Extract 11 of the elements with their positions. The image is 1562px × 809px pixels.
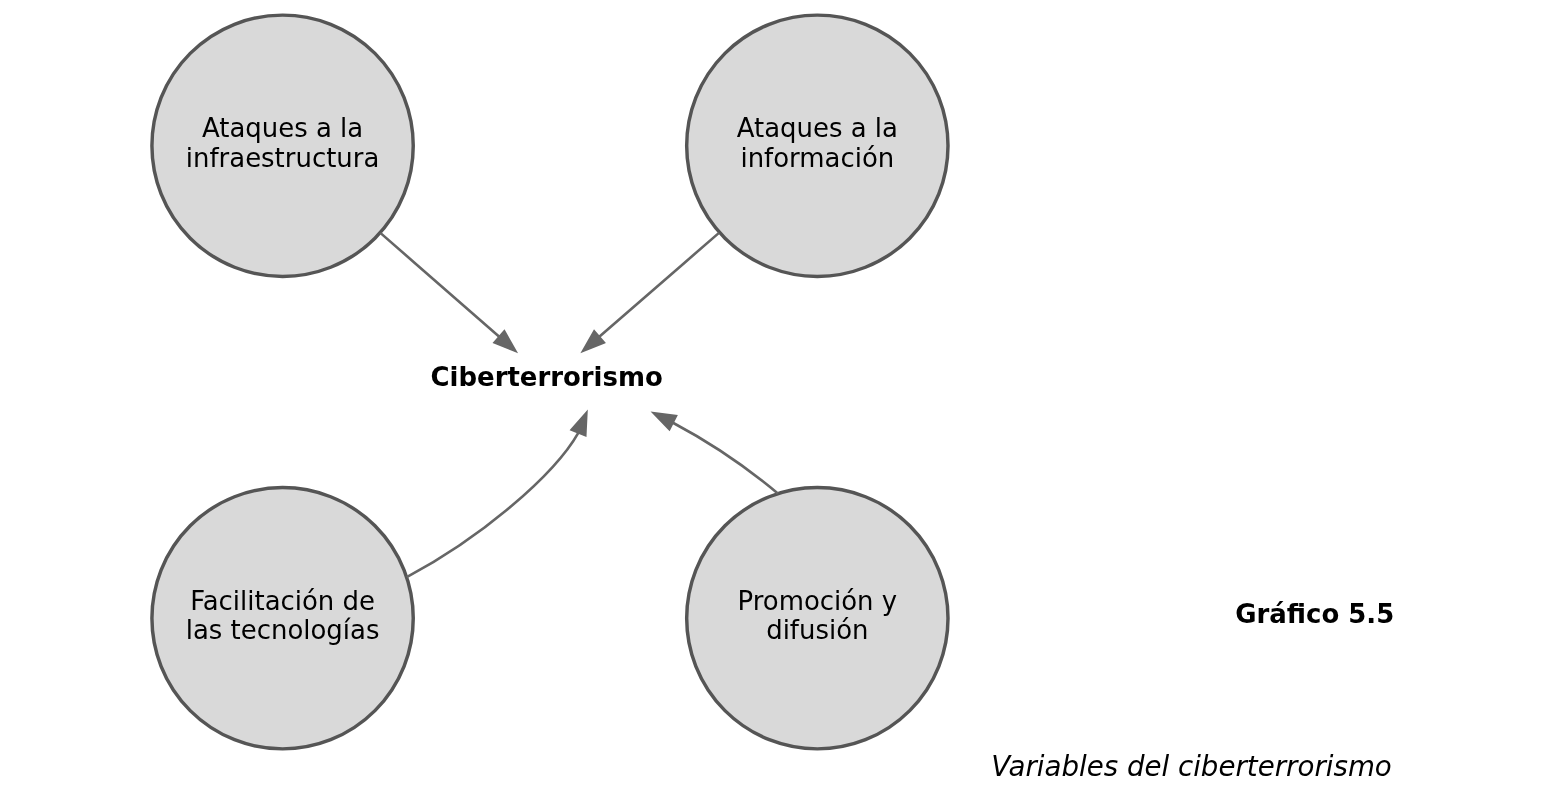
arrow	[650, 411, 779, 495]
node-text: Ciberterrorismo	[430, 362, 663, 393]
node-circle: Promoción y difusión	[684, 485, 950, 751]
label: Gráfico 5.5	[1235, 598, 1395, 629]
caption: Variables del ciberterrorismo	[991, 750, 1392, 784]
node-circle: Facilitación de las tecnologías	[150, 485, 415, 751]
arrow	[406, 409, 588, 579]
node-circle: Ataques a la información	[684, 13, 950, 279]
arrow	[580, 231, 720, 354]
node-circle: Ataques a la infraestructura	[150, 13, 415, 279]
arrow	[379, 231, 519, 354]
